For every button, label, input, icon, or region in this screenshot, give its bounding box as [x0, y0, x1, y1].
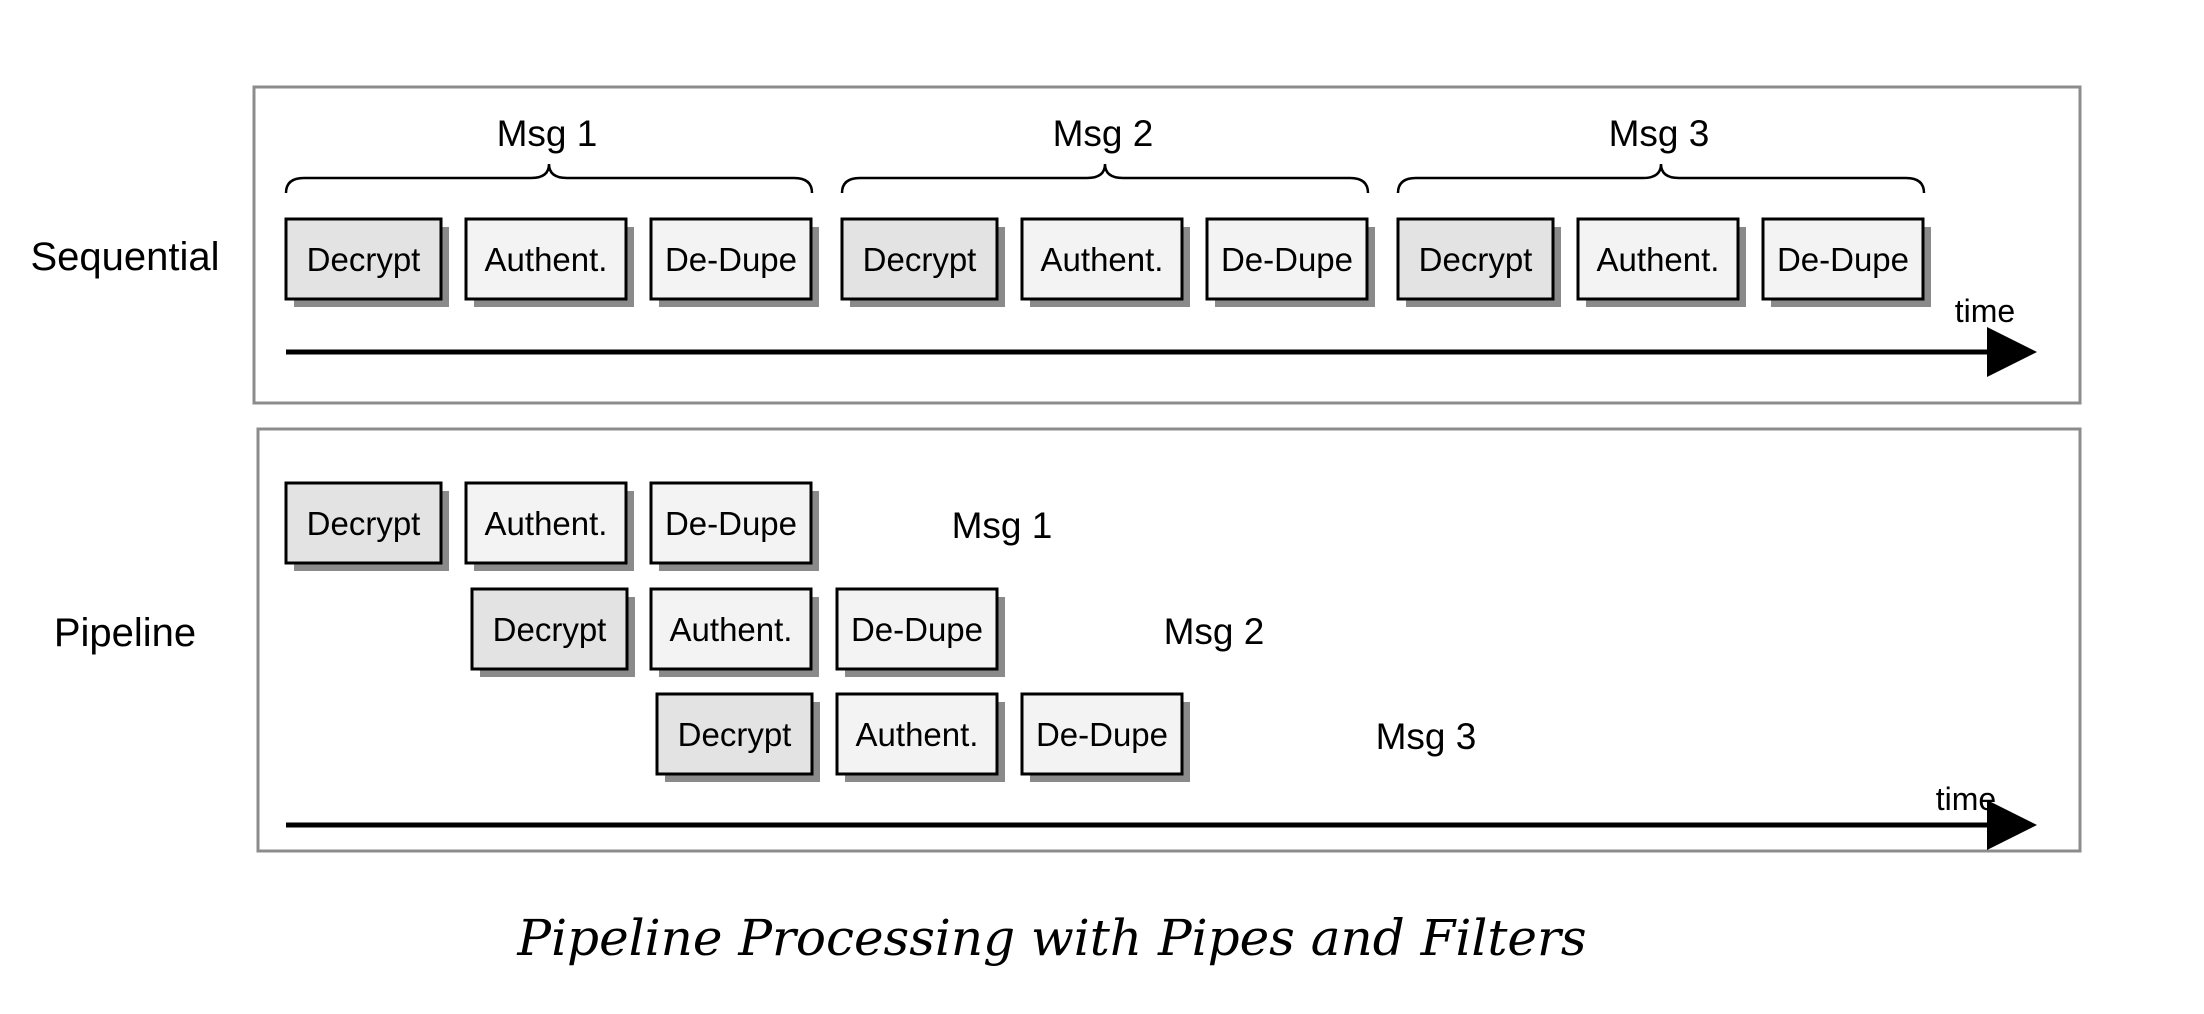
- stage-box: [464, 481, 628, 565]
- stage-box: [1761, 217, 1925, 301]
- pipeline-msg2-stage-decrypt-box: Decrypt: [470, 587, 635, 677]
- stage-box: [649, 587, 813, 671]
- sequential-timeline: Msg 1 Decrypt Authent. De-Dupe Msg 2 Decrypt A…: [284, 113, 1931, 307]
- sequential-msg1-brace: [284, 163, 814, 194]
- stage-label: Decrypt: [493, 611, 607, 648]
- stage-label: Authent.: [1597, 241, 1720, 278]
- stage-label: De-Dupe: [1036, 716, 1168, 753]
- stage-box: [655, 692, 814, 776]
- stage-box: [835, 692, 999, 776]
- sequential-msg2-brace: [840, 163, 1370, 194]
- sequential-msg1-label: Msg 1: [497, 113, 598, 154]
- sequential-msg1-stage-decrypt-box: Decrypt: [284, 217, 449, 307]
- pipeline-msg3-stage-authent-box: Authent.: [835, 692, 1005, 782]
- sequential-msg3-stage-decrypt-box: Decrypt: [1396, 217, 1561, 307]
- stage-label: Authent.: [485, 505, 608, 542]
- sequential-msg1-stage-dedupe-box: De-Dupe: [649, 217, 819, 307]
- sequential-msg2-stage-dedupe-box: De-Dupe: [1205, 217, 1375, 307]
- stage-box: [464, 217, 628, 301]
- pipeline-msg1-stage-dedupe-box: De-Dupe: [649, 481, 819, 571]
- stage-label: Decrypt: [307, 241, 421, 278]
- stage-label: De-Dupe: [1221, 241, 1353, 278]
- pipeline-msg3-stage-decrypt-box: Decrypt: [655, 692, 820, 782]
- stage-box: [840, 217, 999, 301]
- pipeline-msg3-label: Msg 3: [1376, 716, 1477, 757]
- stage-label: Authent.: [670, 611, 793, 648]
- sequential-time-label: time: [1955, 293, 2015, 329]
- stage-label: De-Dupe: [665, 241, 797, 278]
- sequential-msg3-stage-authent-box: Authent.: [1576, 217, 1746, 307]
- pipeline-panel: [256, 427, 2082, 853]
- stage-label: De-Dupe: [851, 611, 983, 648]
- sequential-panel: [252, 85, 2082, 405]
- stage-box: [470, 587, 629, 671]
- figure-caption: Pipeline Processing with Pipes and Filte…: [516, 909, 1586, 967]
- stage-box: [649, 217, 813, 301]
- sequential-msg3-label: Msg 3: [1609, 113, 1710, 154]
- stage-box: [1020, 217, 1184, 301]
- stage-label: Decrypt: [307, 505, 421, 542]
- pipeline-msg1-label: Msg 1: [952, 505, 1053, 546]
- stage-label: Decrypt: [863, 241, 977, 278]
- sequential-msg2-stage-authent-box: Authent.: [1020, 217, 1190, 307]
- sequential-msg2-label: Msg 2: [1053, 113, 1154, 154]
- sequential-row-label: Sequential: [30, 235, 219, 279]
- sequential-msg3-stage-dedupe-box: De-Dupe: [1761, 217, 1931, 307]
- stage-box: [649, 481, 813, 565]
- pipeline-msg2-label: Msg 2: [1164, 611, 1265, 652]
- stage-label: Decrypt: [678, 716, 792, 753]
- sequential-msg1-stage-authent-box: Authent.: [464, 217, 634, 307]
- stage-box: [284, 217, 443, 301]
- stage-box: [835, 587, 999, 671]
- pipeline-msg1-stage-authent-box: Authent.: [464, 481, 634, 571]
- pipeline-row-label: Pipeline: [54, 611, 196, 655]
- stage-label: De-Dupe: [1777, 241, 1909, 278]
- stage-label: Authent.: [485, 241, 608, 278]
- stage-box: [1576, 217, 1740, 301]
- pipeline-msg3-stage-dedupe-box: De-Dupe: [1020, 692, 1190, 782]
- stage-box: [1396, 217, 1555, 301]
- sequential-msg3-brace: [1396, 163, 1926, 194]
- stage-box: [1020, 692, 1184, 776]
- pipeline-msg2-stage-dedupe-box: De-Dupe: [835, 587, 1005, 677]
- stage-label: Decrypt: [1419, 241, 1533, 278]
- pipeline-time-label: time: [1936, 781, 1996, 817]
- stage-box: [284, 481, 443, 565]
- pipeline-msg2-stage-authent-box: Authent.: [649, 587, 819, 677]
- stage-label: De-Dupe: [665, 505, 797, 542]
- sequential-msg2-stage-decrypt-box: Decrypt: [840, 217, 1005, 307]
- stage-label: Authent.: [856, 716, 979, 753]
- stage-box: [1205, 217, 1369, 301]
- stage-label: Authent.: [1041, 241, 1164, 278]
- pipeline-msg1-stage-decrypt-box: Decrypt: [284, 481, 449, 571]
